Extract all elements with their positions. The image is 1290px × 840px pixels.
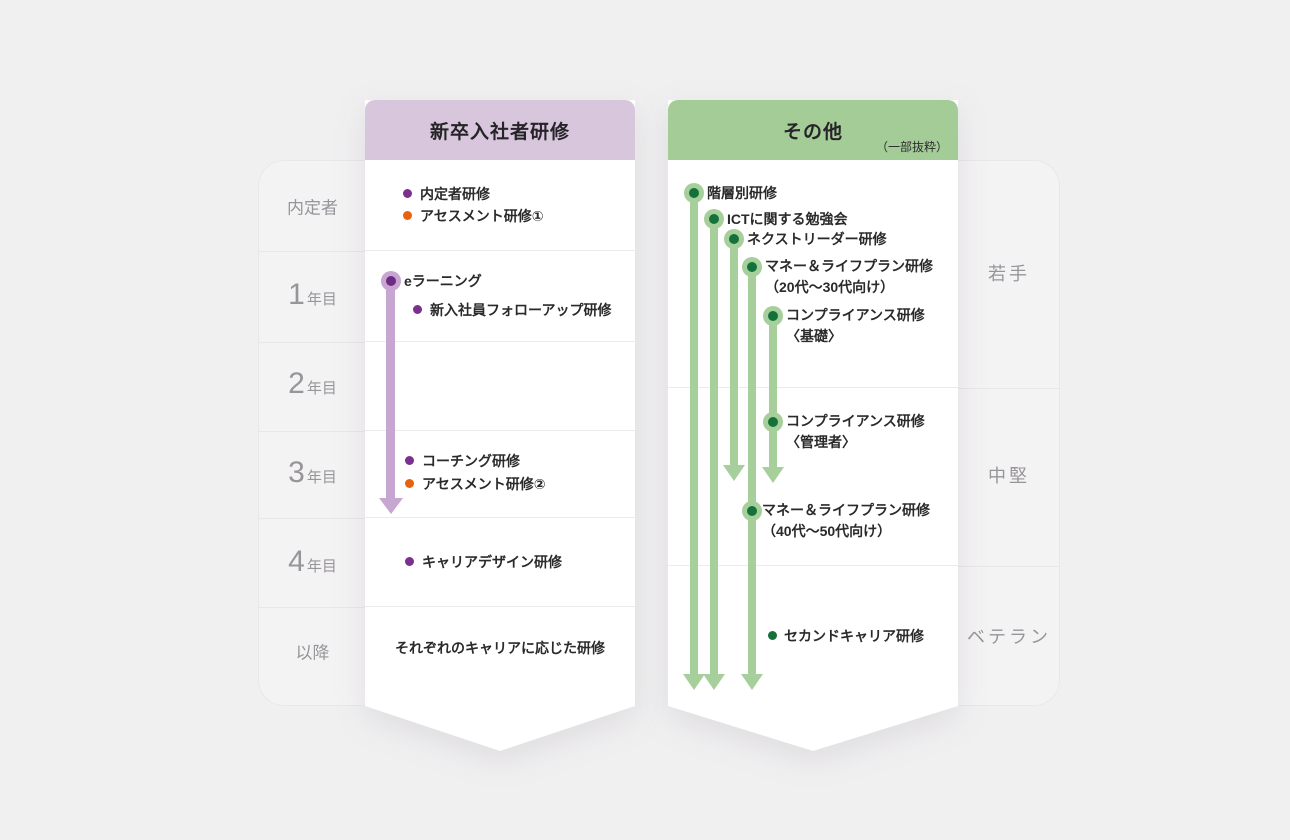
row-label-veteran: ベテラン: [967, 627, 1051, 647]
elearning-timeline-arrowhead: [379, 498, 403, 514]
item-followup-training: 新入社員フォローアップ研修: [430, 302, 612, 318]
row-divider: [668, 387, 958, 388]
column-title: 新卒入社者研修: [429, 121, 570, 143]
bullet-icon: [413, 305, 422, 314]
bullet-icon: [405, 456, 414, 465]
column-body: 新卒入社者研修 内定者研修 アセスメント研修① eラーニング 新入社員フォローア…: [365, 100, 635, 751]
ict-timeline-arrowhead: [703, 674, 725, 690]
bullet-icon: [403, 189, 412, 198]
item-career-design: キャリアデザイン研修: [422, 554, 562, 570]
money-lifeplan-40-50-dot: [742, 501, 762, 521]
item-line2: 〈管理者〉: [786, 434, 856, 450]
item-compliance-kiso: コンプライアンス研修 〈基礎〉: [786, 305, 925, 347]
elearning-timeline-dot: [381, 271, 401, 291]
row-divider: [259, 518, 422, 519]
compliance-timeline-arrowhead: [762, 467, 784, 483]
row-label-wakate: 若手: [988, 264, 1030, 284]
item-naiteisha-kenshu: 内定者研修: [420, 186, 490, 202]
ict-timeline-stem: [710, 219, 718, 674]
item-line1: コンプライアンス研修: [786, 413, 925, 429]
column-body: その他 （一部抜粋） 階層別研修 ICT: [668, 100, 958, 751]
other-column-header: その他 （一部抜粋）: [668, 100, 958, 160]
kaisoubetsu-timeline-stem: [690, 193, 698, 674]
row-label-naiteisha: 内定者: [287, 198, 338, 218]
money-lifeplan-timeline-stem: [748, 267, 756, 674]
kaisoubetsu-timeline-dot: [684, 183, 704, 203]
row-divider: [898, 566, 1059, 567]
item-line2: 〈基礎〉: [786, 328, 842, 344]
row-divider: [365, 517, 635, 518]
item-line2: （20代～30代向け）: [765, 279, 895, 295]
next-leader-timeline-stem: [730, 239, 738, 465]
item-second-career: セカンドキャリア研修: [784, 628, 924, 644]
item-next-leader: ネクストリーダー研修: [747, 231, 887, 247]
row-divider: [365, 430, 635, 431]
new-grad-column-header: 新卒入社者研修: [365, 100, 635, 160]
item-assessment-2: アセスメント研修②: [422, 476, 546, 492]
next-leader-timeline-dot: [724, 229, 744, 249]
item-kaisoubetsu-kenshu: 階層別研修: [707, 185, 777, 201]
compliance-timeline-stem: [769, 316, 777, 467]
bullet-icon: [768, 631, 777, 640]
item-line1: コンプライアンス研修: [786, 307, 925, 323]
row-label-chuken: 中堅: [988, 466, 1030, 486]
item-elearning: eラーニング: [404, 273, 482, 289]
column-title: その他: [782, 121, 843, 143]
compliance-kiso-dot: [763, 306, 783, 326]
row-divider: [365, 606, 635, 607]
row-divider: [259, 607, 422, 608]
bullet-icon: [405, 479, 414, 488]
row-divider: [259, 342, 422, 343]
item-compliance-kanrisha: コンプライアンス研修 〈管理者〉: [786, 411, 925, 453]
compliance-kanrisha-dot: [763, 412, 783, 432]
other-training-column: その他 （一部抜粋） 階層別研修 ICT: [668, 100, 958, 751]
row-divider: [259, 431, 422, 432]
new-grad-training-column: 新卒入社者研修 内定者研修 アセスメント研修① eラーニング 新入社員フォローア…: [365, 100, 635, 751]
money-lifeplan-timeline-arrowhead: [741, 674, 763, 690]
next-leader-timeline-arrowhead: [723, 465, 745, 481]
money-lifeplan-20-30-dot: [742, 257, 762, 277]
row-divider: [898, 388, 1059, 389]
row-label-ikou: 以降: [295, 643, 330, 663]
ict-timeline-dot: [704, 209, 724, 229]
item-career-based-training: それぞれのキャリアに応じた研修: [395, 640, 605, 656]
item-money-lifeplan-20-30: マネー＆ライフプラン研修 （20代～30代向け）: [765, 256, 933, 298]
item-ict-benkyoukai: ICTに関する勉強会: [727, 211, 848, 227]
row-divider: [365, 250, 635, 251]
item-line1: マネー＆ライフプラン研修: [765, 258, 933, 274]
row-divider: [668, 565, 958, 566]
item-assessment-1: アセスメント研修①: [420, 208, 544, 224]
bullet-icon: [403, 211, 412, 220]
row-divider: [259, 251, 422, 252]
item-money-lifeplan-40-50: マネー＆ライフプラン研修 （40代～50代向け）: [762, 500, 930, 542]
item-coaching: コーチング研修: [422, 453, 520, 469]
elearning-timeline-stem: [386, 281, 395, 498]
column-note: （一部抜粋）: [875, 140, 948, 154]
item-line1: マネー＆ライフプラン研修: [762, 502, 930, 518]
item-line2: （40代～50代向け）: [762, 523, 892, 539]
kaisoubetsu-timeline-arrowhead: [683, 674, 705, 690]
bullet-icon: [405, 557, 414, 566]
row-divider: [365, 341, 635, 342]
